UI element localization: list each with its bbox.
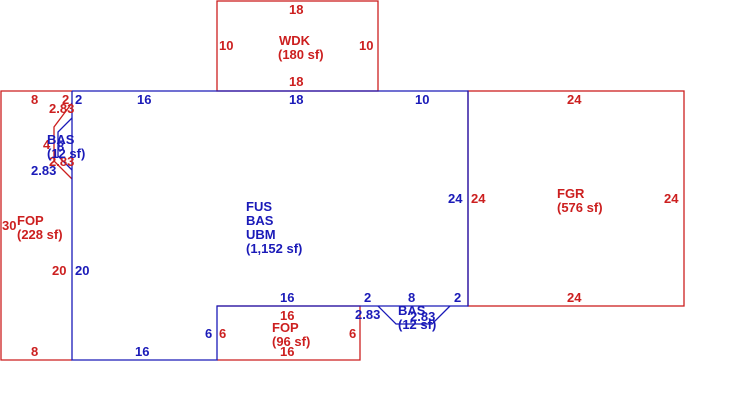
main-dim-top-c: 18 xyxy=(289,92,303,107)
bay-bottom-dim-width: 8 xyxy=(408,290,415,305)
main-line-bas: BAS xyxy=(246,213,274,228)
main-dim-top-a: 2 xyxy=(75,92,82,107)
fopb-dim-top: 16 xyxy=(280,308,294,323)
bay-bottom-code: BAS xyxy=(398,303,426,318)
fop-dim-bottom: 8 xyxy=(31,344,38,359)
main-line-fus: FUS xyxy=(246,199,272,214)
fgr-dim-right: 24 xyxy=(664,191,679,206)
main-line-ubm: UBM xyxy=(246,227,276,242)
bay-left-dim-diag: 2.83 xyxy=(31,163,56,178)
fop-dim-diag-top: 2.83 xyxy=(49,101,74,116)
main-dim-notch-side: 6 xyxy=(205,326,212,341)
fop-bottom-code: FOP xyxy=(272,320,299,335)
bay-bottom-dim-diag-left: 2.83 xyxy=(355,307,380,322)
fgr-dim-top: 24 xyxy=(567,92,582,107)
bay-bottom-area: (12 sf) xyxy=(398,317,436,332)
bay-bottom-dim-right: 2 xyxy=(454,290,461,305)
fop-dim-top: 8 xyxy=(31,92,38,107)
fop-left-bay-outline xyxy=(53,102,73,180)
fgr-code: FGR xyxy=(557,186,585,201)
fop-dim-diag-bot: 2.83 xyxy=(49,154,74,169)
bay-bottom-dim-diag-right: 2.83 xyxy=(410,309,435,324)
bay-left-code: BAS xyxy=(47,132,75,147)
wdk-code: WDK xyxy=(279,33,311,48)
bay-bottom-dim-left: 2 xyxy=(364,290,371,305)
main-dim-right: 24 xyxy=(448,191,463,206)
fop-left-outline xyxy=(0,90,72,361)
fop-dim-top-short: 2 xyxy=(62,92,69,107)
fop-left-code: FOP xyxy=(17,213,44,228)
wdk-dim-left: 10 xyxy=(219,38,233,53)
main-dim-left-lower: 20 xyxy=(75,263,89,278)
main-area: (1,152 sf) xyxy=(246,241,302,256)
fopb-dim-right: 6 xyxy=(349,326,356,341)
main-outline xyxy=(71,90,469,361)
fgr-dim-left: 24 xyxy=(471,191,486,206)
fgr-dim-bottom: 24 xyxy=(567,290,582,305)
main-dim-bottom-left: 16 xyxy=(135,344,149,359)
wdk-dim-bottom: 18 xyxy=(289,74,303,89)
bay-left-outline xyxy=(57,117,73,171)
main-dim-top-d: 10 xyxy=(415,92,429,107)
fopb-dim-bottom: 16 xyxy=(280,344,294,359)
wdk-dim-right: 10 xyxy=(359,38,373,53)
fop-dim-right: 20 xyxy=(52,263,66,278)
main-dim-notch-top: 16 xyxy=(280,290,294,305)
fop-left-area: (228 sf) xyxy=(17,227,63,242)
main-dim-top-b: 16 xyxy=(137,92,151,107)
wdk-dim-top: 18 xyxy=(289,2,303,17)
fop-dim-left: 30 xyxy=(2,218,16,233)
fgr-area: (576 sf) xyxy=(557,200,603,215)
fopb-dim-left: 6 xyxy=(219,326,226,341)
bay-left-area: (12 sf) xyxy=(47,146,85,161)
fop-dim-bay-depth: 4 xyxy=(43,137,51,152)
bay-bottom-outline xyxy=(377,305,451,325)
fop-bottom-area: (96 sf) xyxy=(272,334,310,349)
bay-left-dim-depth: 8 xyxy=(57,139,64,154)
wdk-area: (180 sf) xyxy=(278,47,324,62)
